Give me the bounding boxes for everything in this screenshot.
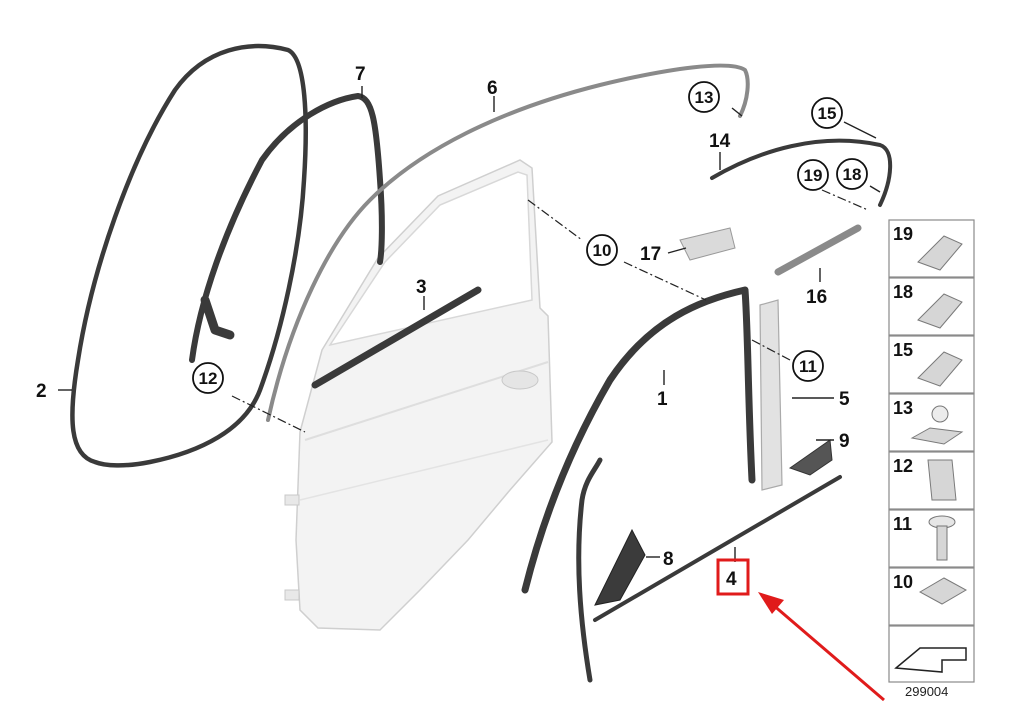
svg-text:15: 15 xyxy=(818,104,837,123)
clip-19-drawing xyxy=(917,235,963,271)
callout-1: 1 xyxy=(657,389,668,410)
panel-label-15: 15 xyxy=(893,340,913,360)
clip-18-drawing xyxy=(917,293,963,329)
panel-label-19: 19 xyxy=(893,224,913,244)
callout-15: 15 xyxy=(811,97,843,129)
svg-text:13: 13 xyxy=(695,88,714,107)
front-direction-icon xyxy=(894,647,967,673)
bracket-part xyxy=(788,439,833,476)
door-shell xyxy=(284,159,553,631)
svg-text:18: 18 xyxy=(843,165,862,184)
callout-18: 18 xyxy=(836,158,868,190)
screw-11-drawing xyxy=(928,515,956,561)
module-part xyxy=(679,227,736,261)
window-channel xyxy=(311,286,482,389)
frame-seal xyxy=(189,93,385,363)
upper-trim xyxy=(710,138,893,207)
callout-2: 2 xyxy=(36,381,47,402)
callout-6: 6 xyxy=(487,78,498,99)
svg-text:12: 12 xyxy=(199,369,218,388)
nut-10-drawing xyxy=(918,577,968,605)
panel-label-13: 13 xyxy=(893,398,913,418)
pillar-trim xyxy=(759,299,783,491)
callout-4: 4 xyxy=(726,569,737,590)
lower-strip xyxy=(774,224,862,276)
panel-label-18: 18 xyxy=(893,282,913,302)
circled-callouts: 10 11 12 13 15 18 19 xyxy=(192,81,868,394)
guide-lines xyxy=(231,189,869,433)
callout-19: 19 xyxy=(797,159,829,191)
panel-label-11: 11 xyxy=(893,514,912,534)
window-frame-seal xyxy=(521,286,756,594)
leader-lines xyxy=(58,86,881,562)
callout-11: 11 xyxy=(792,350,824,382)
callout-7: 7 xyxy=(355,64,366,85)
svg-text:10: 10 xyxy=(593,241,612,260)
callout-17: 17 xyxy=(640,244,661,265)
callout-12: 12 xyxy=(192,362,224,394)
callout-16: 16 xyxy=(806,287,827,308)
door-seal xyxy=(70,43,308,468)
svg-text:19: 19 xyxy=(804,166,823,185)
callout-3: 3 xyxy=(416,277,427,298)
callout-13: 13 xyxy=(688,81,720,113)
panel-label-10: 10 xyxy=(893,572,913,592)
clip-12-drawing xyxy=(927,459,957,501)
callout-8: 8 xyxy=(663,549,674,570)
callout-9: 9 xyxy=(839,431,850,452)
callout-labels: 1 2 3 5 6 7 8 9 14 16 17 xyxy=(36,64,850,570)
callout-10: 10 xyxy=(586,234,618,266)
svg-text:11: 11 xyxy=(799,357,817,376)
callout-5: 5 xyxy=(839,389,850,410)
mirror-triangle xyxy=(594,528,646,606)
red-arrow xyxy=(758,592,885,702)
panel-label-12: 12 xyxy=(893,456,913,476)
fastener-panel: 19 18 15 13 12 11 10 299004 xyxy=(888,219,975,699)
clip-13-drawing xyxy=(910,405,964,445)
frame-seal-corner xyxy=(200,295,235,340)
clip-15-drawing xyxy=(917,351,963,387)
doc-number: 299004 xyxy=(905,684,948,699)
callout-14: 14 xyxy=(709,131,731,152)
waist-strip xyxy=(593,475,842,622)
roof-trim xyxy=(266,63,750,422)
window-frame-seal-lower xyxy=(576,457,603,683)
callout-4-highlight: 4 xyxy=(716,558,750,596)
